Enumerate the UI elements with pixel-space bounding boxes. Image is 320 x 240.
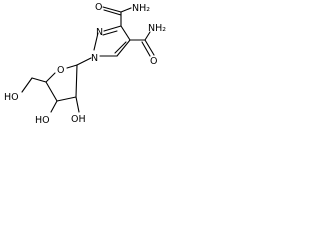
bond-n2-c3-double bbox=[102, 30, 118, 36]
atom-labels: NH₂ O N NH₂ O N O HO HO OH bbox=[4, 2, 166, 126]
bond-lines bbox=[21, 6, 155, 113]
bond-c2-c1 bbox=[75, 64, 78, 98]
bond-c2-oh bbox=[75, 96, 80, 113]
label-amide-right-o: O bbox=[150, 56, 157, 67]
bond-oring-c4 bbox=[45, 72, 56, 83]
bond-c4-c5-double bbox=[114, 41, 127, 54]
label-pyrazole-n-upper: N bbox=[96, 27, 103, 38]
label-pyrazole-n-lower: N bbox=[91, 53, 98, 64]
bond-c3-c2 bbox=[56, 96, 77, 102]
bond-ctop-ntop bbox=[120, 7, 132, 13]
bond-c4-c3 bbox=[45, 81, 58, 102]
label-amide-top-o: O bbox=[95, 2, 102, 13]
label-oh-bottom: OH bbox=[71, 114, 86, 125]
molecule-structure: NH₂ O N NH₂ O N O HO HO OH bbox=[4, 2, 166, 126]
bond-n1-c1sugar bbox=[76, 57, 92, 66]
label-ho-bottom: HO bbox=[35, 115, 50, 126]
bond-c3-ho bbox=[50, 100, 58, 113]
bond-ctop-otop bbox=[102, 6, 122, 13]
bond-cright-oright bbox=[144, 39, 155, 56]
bond-c5prime-ho bbox=[21, 77, 33, 93]
label-amide-right-nh2: NH₂ bbox=[148, 23, 166, 34]
bond-cright-nright bbox=[144, 31, 151, 41]
bond-ctop-otop-double bbox=[103, 9, 122, 16]
label-ho-left: HO bbox=[4, 92, 19, 103]
bond-cright-oright-double bbox=[141, 41, 151, 57]
bond-c3-c4 bbox=[120, 25, 131, 41]
bond-c4-c5 bbox=[116, 39, 131, 57]
bond-n1-n2 bbox=[93, 32, 99, 51]
label-amide-top-nh2: NH₂ bbox=[132, 3, 150, 14]
bond-c1-oring bbox=[66, 64, 78, 69]
label-ring-oxygen: O bbox=[57, 65, 64, 76]
bond-c4-c5prime bbox=[31, 77, 47, 83]
bond-n2-c3 bbox=[103, 25, 122, 32]
